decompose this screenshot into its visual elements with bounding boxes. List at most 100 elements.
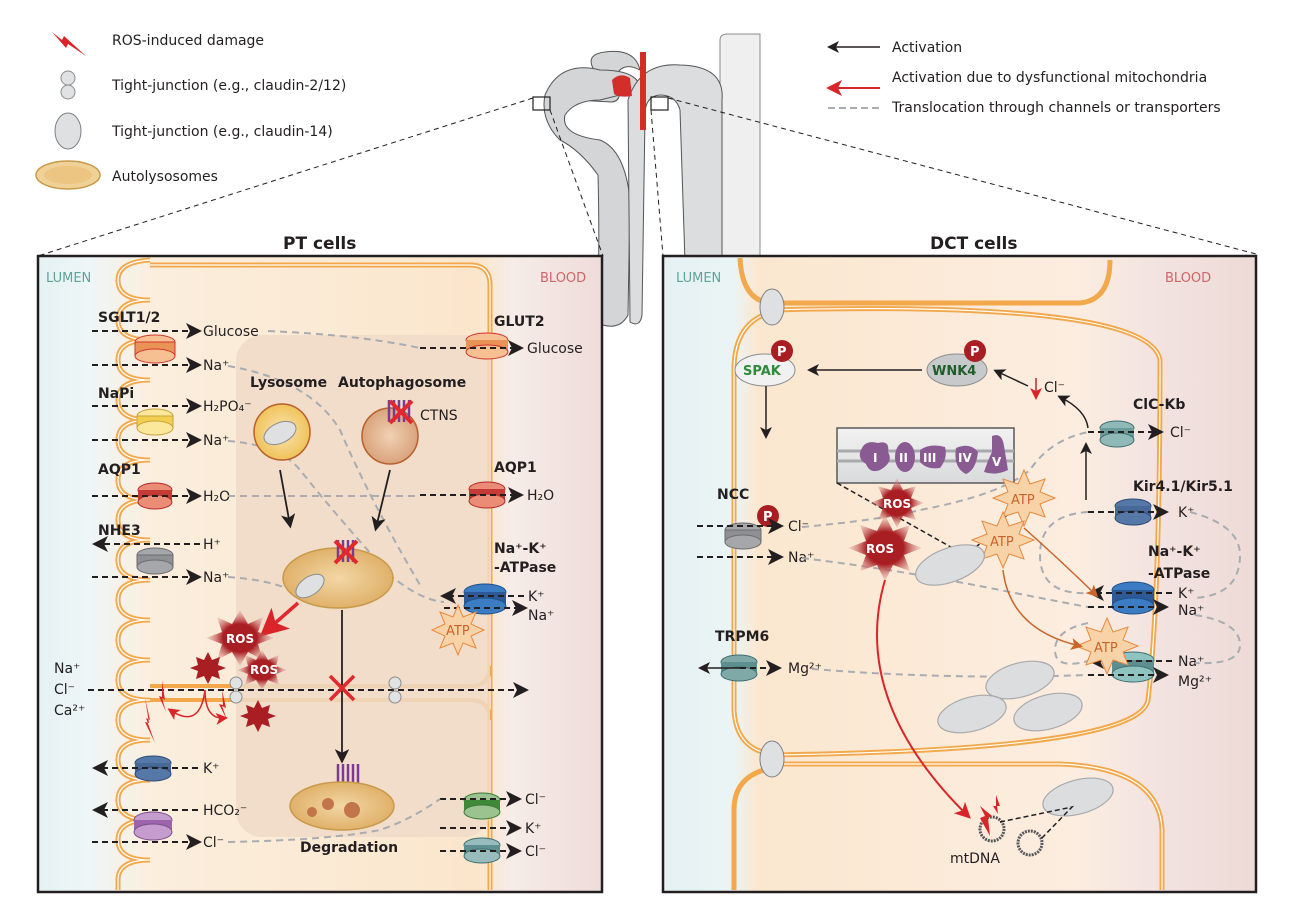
- phosphate-label: P: [777, 345, 787, 360]
- ros-damage-icon: [145, 698, 155, 743]
- ros-damage-icon: [159, 681, 166, 712]
- legend-label: Activation due to dysfunctional mitochon…: [892, 70, 1207, 86]
- transporter-label: NCC: [717, 487, 749, 503]
- transporter-label: Na⁺-K⁺: [494, 541, 547, 557]
- clc-kb-channel: ClC-Kb Cl⁻: [1088, 397, 1191, 448]
- chloride-low-label: Cl⁻: [1044, 380, 1065, 396]
- spak-kinase: SPAK P: [734, 340, 796, 387]
- ion-label: Cl⁻: [788, 519, 809, 535]
- transporter-label: NHE3: [98, 523, 141, 539]
- pt-cells-panel: PT cells LUMEN BLOOD SGLT1/2 Glucose Na⁺…: [36, 234, 604, 894]
- transporter-label: AQP1: [494, 460, 537, 476]
- legend-label: Tight-junction (e.g., claudin-14): [111, 124, 333, 140]
- atp-burst: ATP: [1074, 616, 1140, 676]
- transporter-label: AQP1: [98, 462, 141, 478]
- ion-label: Na⁺: [203, 570, 229, 586]
- phosphate-icon: [964, 340, 986, 362]
- ion-label: K⁺: [525, 821, 542, 837]
- transporter-label: Kir4.1/Kir5.1: [1133, 479, 1233, 495]
- tight-junction-claudin14: [759, 288, 785, 326]
- mtdna-circle-icon: [1016, 829, 1044, 857]
- complex-V: V: [984, 435, 1008, 474]
- ion-label: Na⁺: [54, 661, 80, 677]
- ion-label: H₂O: [203, 489, 230, 505]
- mitochondria: [915, 544, 1114, 817]
- tight-junction-claudin14: [759, 740, 785, 778]
- spak-label: SPAK: [743, 364, 782, 379]
- ros-burst: ROS: [848, 515, 922, 581]
- cl-channel-basolateral: Cl⁻: [440, 837, 546, 864]
- transporter-label: TRPM6: [715, 629, 769, 645]
- autophagosome-label: Autophagosome: [338, 375, 466, 391]
- ion-label: K⁺: [528, 589, 545, 605]
- complex-label: I: [873, 451, 877, 465]
- ros-burst: ROS: [870, 478, 924, 528]
- ion-label: Cl⁻: [525, 844, 546, 860]
- aqp1-apical-channel: AQP1 H₂O: [92, 462, 230, 510]
- tight-junction: [388, 676, 402, 704]
- mtdna-label: mtDNA: [950, 851, 1000, 867]
- mtdna: mtDNA: [950, 795, 1075, 867]
- mtdna-circle-icon: [978, 815, 1006, 843]
- mitochondrion-icon: [937, 694, 1007, 734]
- ros-label: ROS: [250, 663, 278, 677]
- complex-III: III: [920, 445, 946, 469]
- sglt-transporter: SGLT1/2 Glucose Na⁺: [92, 310, 259, 374]
- autophagosome: CTNS: [361, 399, 458, 465]
- atp-burst: ATP: [430, 603, 486, 657]
- dct-cells-panel: DCT cells LUMEN BLOOD SPAK P: [661, 234, 1258, 894]
- atp-burst: ATP: [991, 468, 1057, 528]
- ion-label: Cl⁻: [203, 835, 224, 851]
- ion-label: H₂PO₄⁻: [203, 399, 252, 415]
- inhibited-x-icon: [388, 399, 414, 425]
- ion-label: Na⁺: [203, 433, 229, 449]
- tight-junction: [229, 676, 243, 704]
- lysosome-label: Lysosome: [250, 375, 327, 391]
- kcc-transporter: Cl⁻ K⁺: [440, 791, 546, 837]
- complex-label: IV: [958, 451, 972, 465]
- legend-left: ROS-induced damage Tight-junction (e.g.,…: [35, 32, 346, 190]
- legend-label: Tight-junction (e.g., claudin-2/12): [111, 78, 346, 94]
- lysosome: [253, 403, 311, 461]
- ion-label: Na⁺: [788, 550, 814, 566]
- lumen-label: LUMEN: [676, 271, 721, 286]
- dct-zoom-box: [650, 96, 669, 111]
- blood-label: BLOOD: [1165, 271, 1211, 286]
- ion-label: Glucose: [203, 324, 259, 340]
- mitochondrion-icon: [295, 573, 325, 599]
- ion-label: Mg²⁺: [788, 661, 822, 677]
- aqp1-basolateral-channel: AQP1 H₂O: [420, 460, 554, 509]
- dct-panel-title: DCT cells: [930, 234, 1017, 254]
- cl-formate-exchanger: HCO₂⁻ Cl⁻: [92, 802, 247, 851]
- ion-label: K⁺: [1178, 505, 1195, 521]
- atp-label: ATP: [1011, 493, 1035, 508]
- na-k-atpase-dct: Na⁺-K⁺ -ATPase K⁺ Na⁺: [1088, 544, 1210, 619]
- ion-label: Na⁺: [203, 358, 229, 374]
- mitochondrion-icon: [985, 660, 1055, 700]
- phosphate-label: P: [763, 510, 773, 525]
- mitochondrion-icon: [915, 544, 985, 586]
- complex-IV: IV: [955, 445, 978, 474]
- autolysosome: [282, 539, 394, 609]
- ion-label: H⁺: [203, 537, 221, 553]
- ion-label: K⁺: [203, 761, 220, 777]
- ion-label: H₂O: [527, 488, 554, 504]
- ros-damage-icon: [993, 795, 1000, 814]
- degradation-autolysosome: Degradation: [289, 764, 398, 856]
- ion-label: Ca²⁺: [54, 703, 85, 719]
- transporter-label: GLUT2: [494, 314, 545, 330]
- ros-label: ROS: [883, 497, 911, 511]
- ion-label: Mg²⁺: [1178, 674, 1212, 690]
- transporter-label: SGLT1/2: [98, 310, 160, 326]
- transporter-label: NaPi: [98, 386, 134, 402]
- complex-I: I: [859, 442, 890, 472]
- ion-label: Na⁺: [528, 608, 554, 624]
- ros-burst: [240, 700, 276, 732]
- ros-damage-icon: [52, 32, 86, 56]
- glut2-transporter: GLUT2 Glucose: [420, 314, 583, 360]
- autolysosome-icon: [35, 160, 101, 190]
- phosphate-icon: [771, 340, 793, 362]
- ros-damage-icon: [980, 806, 992, 836]
